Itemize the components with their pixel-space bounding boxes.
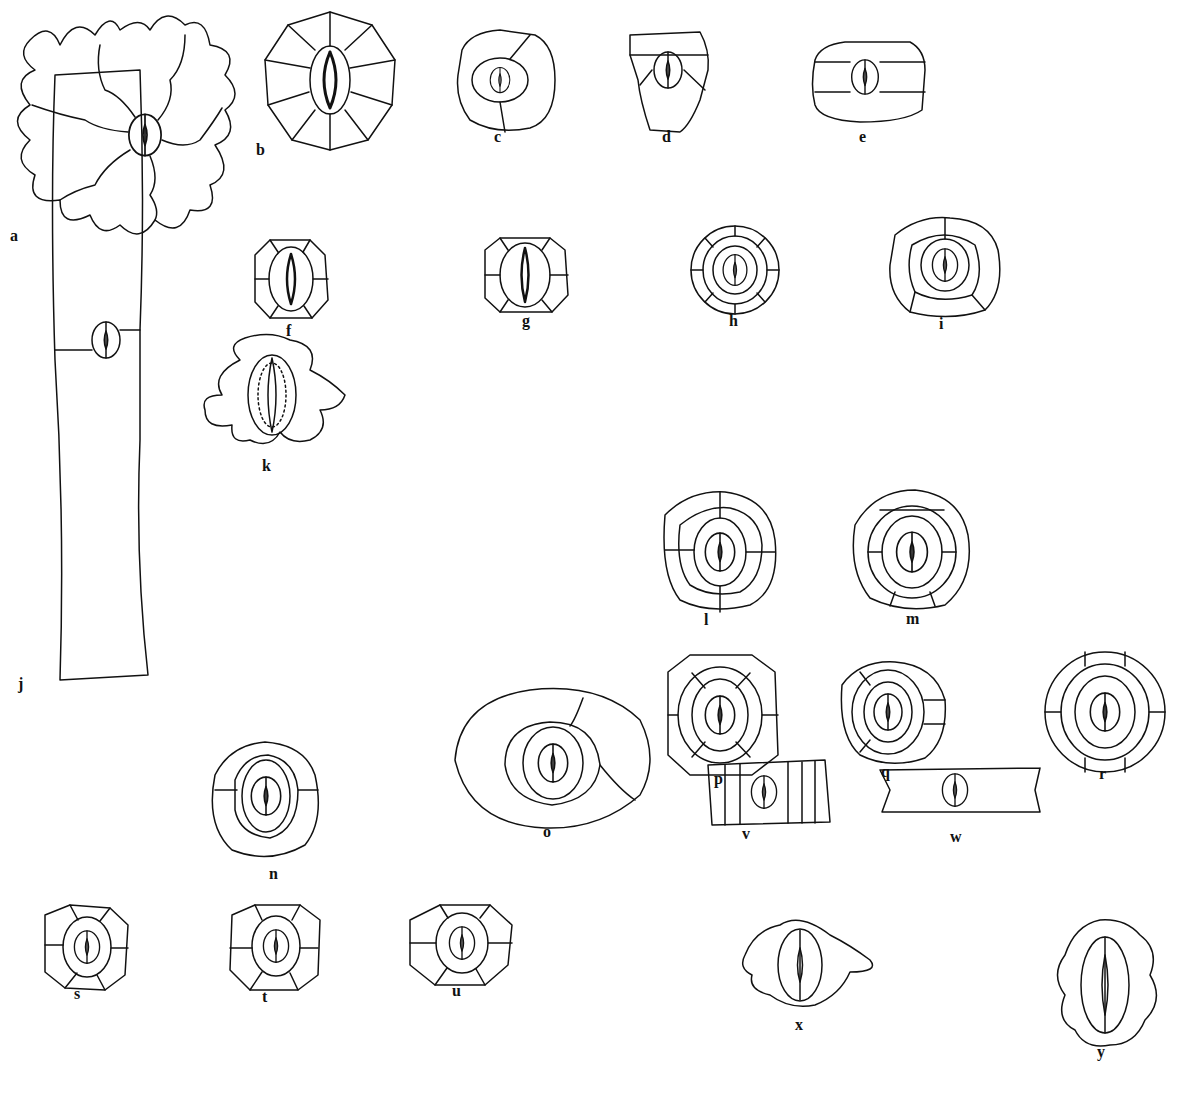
figure-letter: r <box>1099 766 1106 782</box>
figure-letter: k <box>262 458 271 474</box>
figure-letter: d <box>662 129 671 145</box>
figure-letter: q <box>881 764 890 780</box>
figure-letter: a <box>10 228 18 244</box>
stoma-p <box>668 655 778 775</box>
stoma-f <box>255 240 328 318</box>
figure-letter: j <box>18 676 23 692</box>
figure-letter: t <box>262 989 267 1005</box>
figure-letter: y <box>1097 1044 1105 1060</box>
stoma-e <box>813 42 926 122</box>
figure-letter: o <box>543 824 551 840</box>
stoma-i <box>890 218 1000 317</box>
stoma-v <box>708 760 830 825</box>
figure-letter: b <box>256 142 265 158</box>
figure-letter: l <box>704 612 708 628</box>
stoma-k <box>204 334 345 443</box>
stoma-n <box>212 742 318 856</box>
figure-letter: u <box>452 983 461 999</box>
stoma-j <box>53 70 149 680</box>
stoma-l <box>664 492 776 612</box>
figure-letter: w <box>950 829 962 845</box>
figure-letter: m <box>906 611 919 627</box>
figure-letter: x <box>795 1017 803 1033</box>
stoma-m <box>853 490 969 609</box>
figure-letter: s <box>74 986 80 1002</box>
figure-letter: e <box>859 129 866 145</box>
stoma-d <box>630 32 708 132</box>
stoma-h <box>691 226 779 314</box>
stoma-q <box>841 662 945 763</box>
stoma-b <box>265 12 395 150</box>
stoma-t <box>230 905 320 990</box>
figure-letter: i <box>939 316 943 332</box>
stoma-x <box>743 920 873 1006</box>
stoma-a <box>18 16 236 234</box>
stoma-r <box>1045 652 1165 772</box>
figure-letter: p <box>714 771 723 787</box>
figure-letter: f <box>286 323 291 339</box>
figure-letter: c <box>494 129 501 145</box>
figure-letter: g <box>522 313 530 329</box>
figure-letter: n <box>269 866 278 882</box>
figure-letter: v <box>742 826 750 842</box>
stoma-s <box>45 905 128 990</box>
stoma-u <box>410 905 512 985</box>
figure-letter: h <box>729 313 738 329</box>
stoma-c <box>458 30 556 132</box>
stoma-g <box>485 238 568 312</box>
stoma-o <box>455 689 650 828</box>
stoma-w <box>880 768 1040 812</box>
stoma-y <box>1058 920 1157 1046</box>
